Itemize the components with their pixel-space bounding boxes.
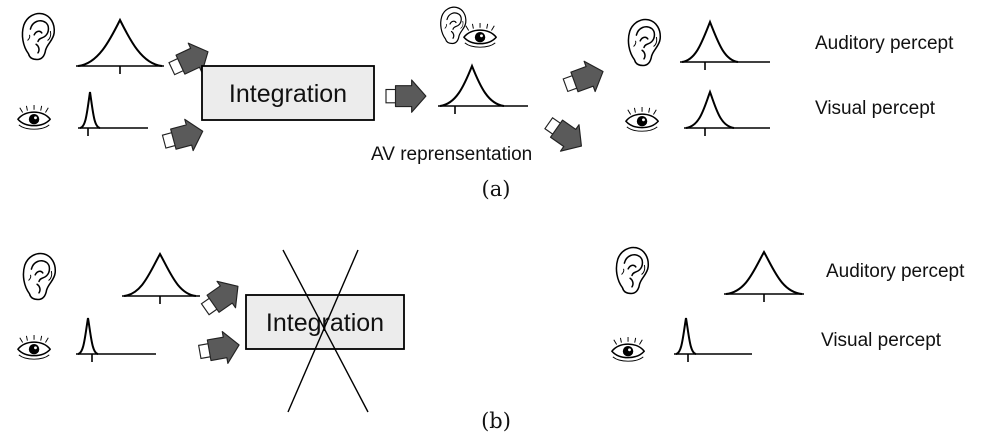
cross-out-icon [282, 249, 369, 413]
auditory-percept-label: Auditory percept [815, 33, 954, 54]
ear-icon [22, 252, 57, 301]
caption-b: (b) [481, 409, 511, 433]
visual-percept-distribution [674, 317, 752, 362]
arrow-icon [385, 79, 427, 113]
visual-percept-distribution [684, 89, 770, 136]
integration-box [245, 294, 405, 350]
auditory-input-distribution [76, 17, 164, 74]
arrow-icon [195, 272, 248, 324]
arrow-icon [159, 115, 208, 158]
panel-a: Integration AV reprensentation [17, 6, 954, 201]
arrow-icon [538, 109, 592, 160]
ear-icon [21, 12, 56, 61]
auditory-percept-distribution [680, 19, 770, 70]
ear-icon [615, 246, 650, 295]
eye-icon [611, 336, 645, 362]
arrow-icon [559, 55, 610, 101]
auditory-percept-label: Auditory percept [826, 261, 965, 282]
eye-icon [17, 334, 51, 360]
visual-input-distribution [76, 317, 156, 362]
integration-label: Integration [229, 80, 347, 108]
eye-icon [625, 106, 659, 132]
av-representation-label: AV reprensentation [371, 144, 532, 165]
panel-b: Integration Auditory percept Visual perc… [17, 246, 965, 433]
visual-input-distribution [78, 91, 148, 136]
arrow-icon [196, 328, 243, 369]
integration-box [201, 65, 375, 121]
visual-percept-label: Visual percept [815, 98, 936, 119]
caption-a: (a) [482, 177, 511, 201]
auditory-input-distribution [122, 251, 200, 304]
av-representation-distribution [438, 63, 528, 114]
integration-label: Integration [266, 309, 384, 337]
ear-icon [627, 18, 662, 67]
auditory-percept-distribution [724, 249, 804, 302]
eye-icon [17, 104, 51, 130]
visual-percept-label: Visual percept [821, 330, 942, 351]
ear-eye-combined-icon [440, 6, 497, 48]
